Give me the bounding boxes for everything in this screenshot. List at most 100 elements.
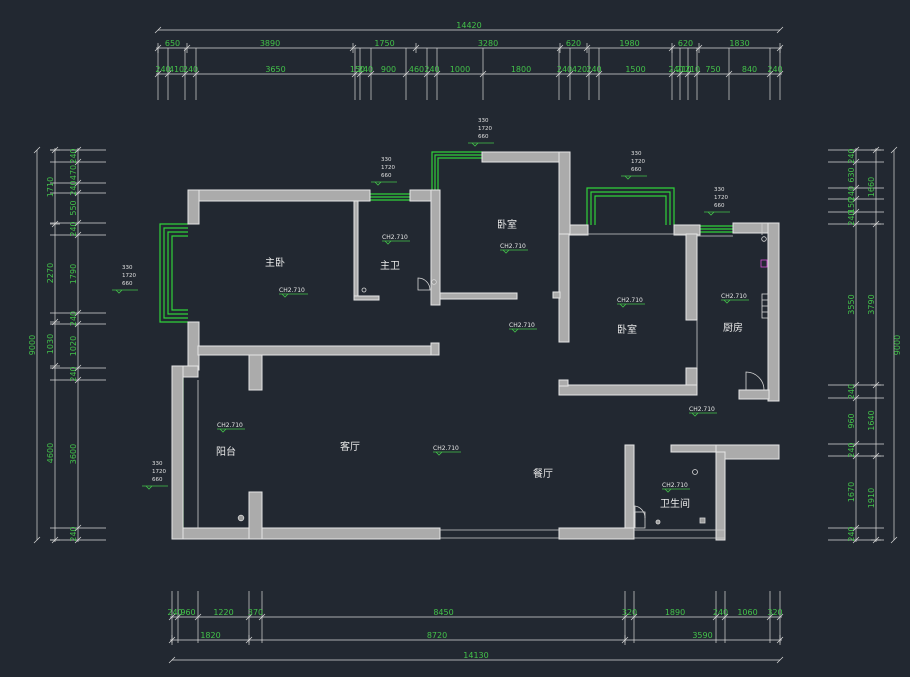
dimension-label: 240 xyxy=(69,526,78,541)
dimension-label: 550 xyxy=(69,200,78,215)
dimension-label: 240 xyxy=(167,608,182,617)
dimension-line xyxy=(776,613,784,621)
dimension-line xyxy=(621,613,629,621)
svg-text:CH2.710: CH2.710 xyxy=(217,422,243,429)
dimension-line xyxy=(852,524,860,532)
dimension-label: 240 xyxy=(183,65,198,74)
svg-text:330: 330 xyxy=(631,151,642,157)
dimension-label: 240 xyxy=(847,526,856,541)
dimension-label: 1060 xyxy=(737,608,757,617)
dimension-label: 240 xyxy=(69,180,78,195)
dimension-label: 1020 xyxy=(69,336,78,356)
dimension-label: 460 xyxy=(409,65,424,74)
room-balcony: 阳台 xyxy=(216,445,236,458)
dimension-line xyxy=(566,70,574,78)
dimension-line xyxy=(668,70,676,78)
svg-text:CH2.710: CH2.710 xyxy=(689,406,715,413)
svg-text:330: 330 xyxy=(152,461,163,467)
ch-tag: CH2.710 xyxy=(217,422,243,429)
dimension-label: 240 xyxy=(847,148,856,163)
dimension-label: 1910 xyxy=(867,488,876,508)
dimension-line xyxy=(433,70,441,78)
svg-text:1720: 1720 xyxy=(152,469,166,475)
dimension-label: 14420 xyxy=(456,21,481,30)
dimension-label: 240 xyxy=(424,65,439,74)
dimension-label: 620 xyxy=(566,39,581,48)
dimension-line xyxy=(630,613,638,621)
dimension-lines xyxy=(33,26,898,664)
dimension-label: 1640 xyxy=(867,410,876,430)
dimension-line xyxy=(245,613,253,621)
svg-text:330: 330 xyxy=(381,157,392,163)
dimension-label: 4600 xyxy=(46,443,55,463)
svg-text:660: 660 xyxy=(381,173,392,179)
windows xyxy=(159,151,733,528)
svg-text:CH2.710: CH2.710 xyxy=(617,297,643,304)
dimension-line xyxy=(74,376,82,384)
dimension-label: 3590 xyxy=(692,631,712,640)
dimension-label: 240 xyxy=(69,311,78,326)
dimension-line xyxy=(766,70,774,78)
dimension-label: 1800 xyxy=(511,65,531,74)
svg-text:660: 660 xyxy=(478,134,489,140)
svg-text:330: 330 xyxy=(122,265,133,271)
dimension-label: 1670 xyxy=(847,482,856,502)
wall-outlines xyxy=(197,223,763,539)
dimension-label: 9000 xyxy=(893,335,902,355)
dimension-label: 420 xyxy=(572,65,587,74)
dimension-line xyxy=(852,208,860,216)
svg-text:660: 660 xyxy=(152,477,163,483)
dimension-line xyxy=(684,70,692,78)
ch-tag: CH2.710 xyxy=(721,293,747,300)
dimension-line xyxy=(192,70,200,78)
dimension-line xyxy=(890,146,898,154)
dimension-label: 1980 xyxy=(619,39,639,48)
dimension-label: 3280 xyxy=(478,39,498,48)
dimension-label: 630 xyxy=(847,167,856,182)
dimension-line xyxy=(351,70,359,78)
ch-tag: CH2.710 xyxy=(509,322,535,329)
dimension-line xyxy=(852,452,860,460)
room-kitchen: 厨房 xyxy=(723,321,743,334)
dimension-line xyxy=(852,220,860,228)
svg-text:1720: 1720 xyxy=(631,159,645,165)
dimension-label: 8720 xyxy=(427,631,447,640)
dimension-line xyxy=(676,70,684,78)
dimension-label: 240 xyxy=(847,210,856,225)
dimension-label: 1220 xyxy=(213,608,233,617)
dimension-line xyxy=(555,70,563,78)
dimension-label: 1820 xyxy=(200,631,220,640)
dimension-label: 1750 xyxy=(374,39,394,48)
dimension-line xyxy=(852,536,860,544)
dimension-line xyxy=(74,536,82,544)
dimension-label: 960 xyxy=(180,608,195,617)
dimension-line xyxy=(168,613,176,621)
dimension-label: 3890 xyxy=(260,39,280,48)
dimension-line xyxy=(168,656,176,664)
dimension-label: 210 xyxy=(676,65,691,74)
dimension-label: 1790 xyxy=(69,264,78,284)
dimension-line xyxy=(33,536,41,544)
dimension-line xyxy=(194,613,202,621)
dimension-label: 240 xyxy=(69,366,78,381)
dimension-label: 240 xyxy=(847,186,856,201)
dimension-line xyxy=(412,44,420,52)
dimension-label: 410 xyxy=(169,65,184,74)
dimension-line xyxy=(852,146,860,154)
svg-text:660: 660 xyxy=(122,281,133,287)
dimension-line xyxy=(181,70,189,78)
dimension-line xyxy=(776,26,784,34)
ch-tag: CH2.710 xyxy=(617,297,643,304)
dimension-label: 1890 xyxy=(665,608,685,617)
dimension-line xyxy=(852,394,860,402)
window-tag-leaders xyxy=(112,142,730,490)
ch-tag: CH2.710 xyxy=(689,406,715,413)
ch-tag: CH2.710 xyxy=(279,287,305,294)
dimension-label: 900 xyxy=(381,65,396,74)
dimension-line xyxy=(74,146,82,154)
dimension-line xyxy=(154,70,162,78)
